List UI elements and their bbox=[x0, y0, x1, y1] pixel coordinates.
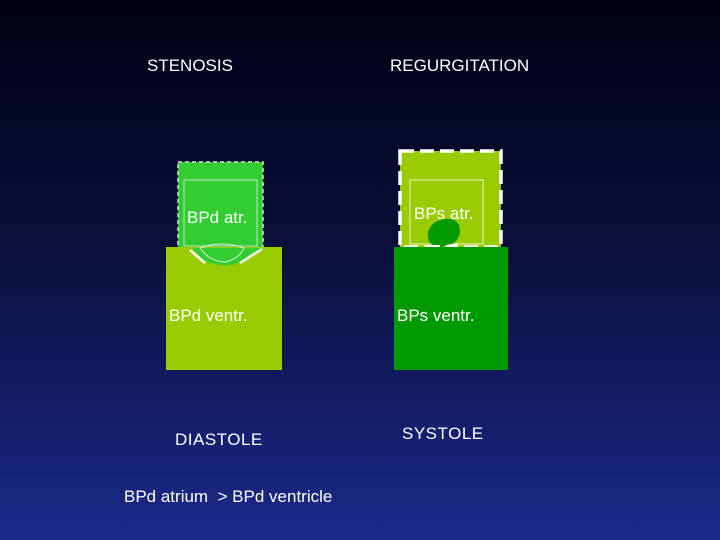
pressure-caption: BPd atrium > BPd ventricle bbox=[124, 487, 333, 506]
regurgitation-heading: REGURGITATION bbox=[390, 56, 530, 75]
stenosis-ventricle bbox=[166, 247, 282, 370]
regurgitation-ventricle-label: BPs ventr. bbox=[397, 306, 475, 325]
stenosis-valve-opening bbox=[192, 248, 262, 266]
regurgitation-diagram bbox=[394, 149, 508, 370]
stenosis-valve-leaflet-right bbox=[239, 247, 263, 265]
stenosis-atrium bbox=[177, 161, 264, 249]
stenosis-atrium-label: BPd atr. bbox=[187, 208, 248, 227]
regurgitation-jet bbox=[427, 218, 460, 247]
regurgitation-atrium-label: BPs atr. bbox=[414, 204, 474, 223]
stenosis-heading: STENOSIS bbox=[147, 56, 233, 75]
stenosis-valve-outline bbox=[199, 243, 245, 263]
regurgitation-phase-label: SYSTOLE bbox=[402, 424, 484, 443]
stenosis-diagram bbox=[166, 161, 282, 370]
regurgitation-valve-leaflet-right bbox=[445, 243, 459, 247]
regurgitation-ventricle bbox=[394, 247, 508, 370]
stenosis-phase-label: DIASTOLE bbox=[175, 430, 263, 449]
stenosis-ventricle-label: BPd ventr. bbox=[169, 306, 248, 325]
stenosis-valve-leaflet-left bbox=[189, 249, 206, 264]
stenosis-atrium-frame bbox=[183, 179, 258, 247]
